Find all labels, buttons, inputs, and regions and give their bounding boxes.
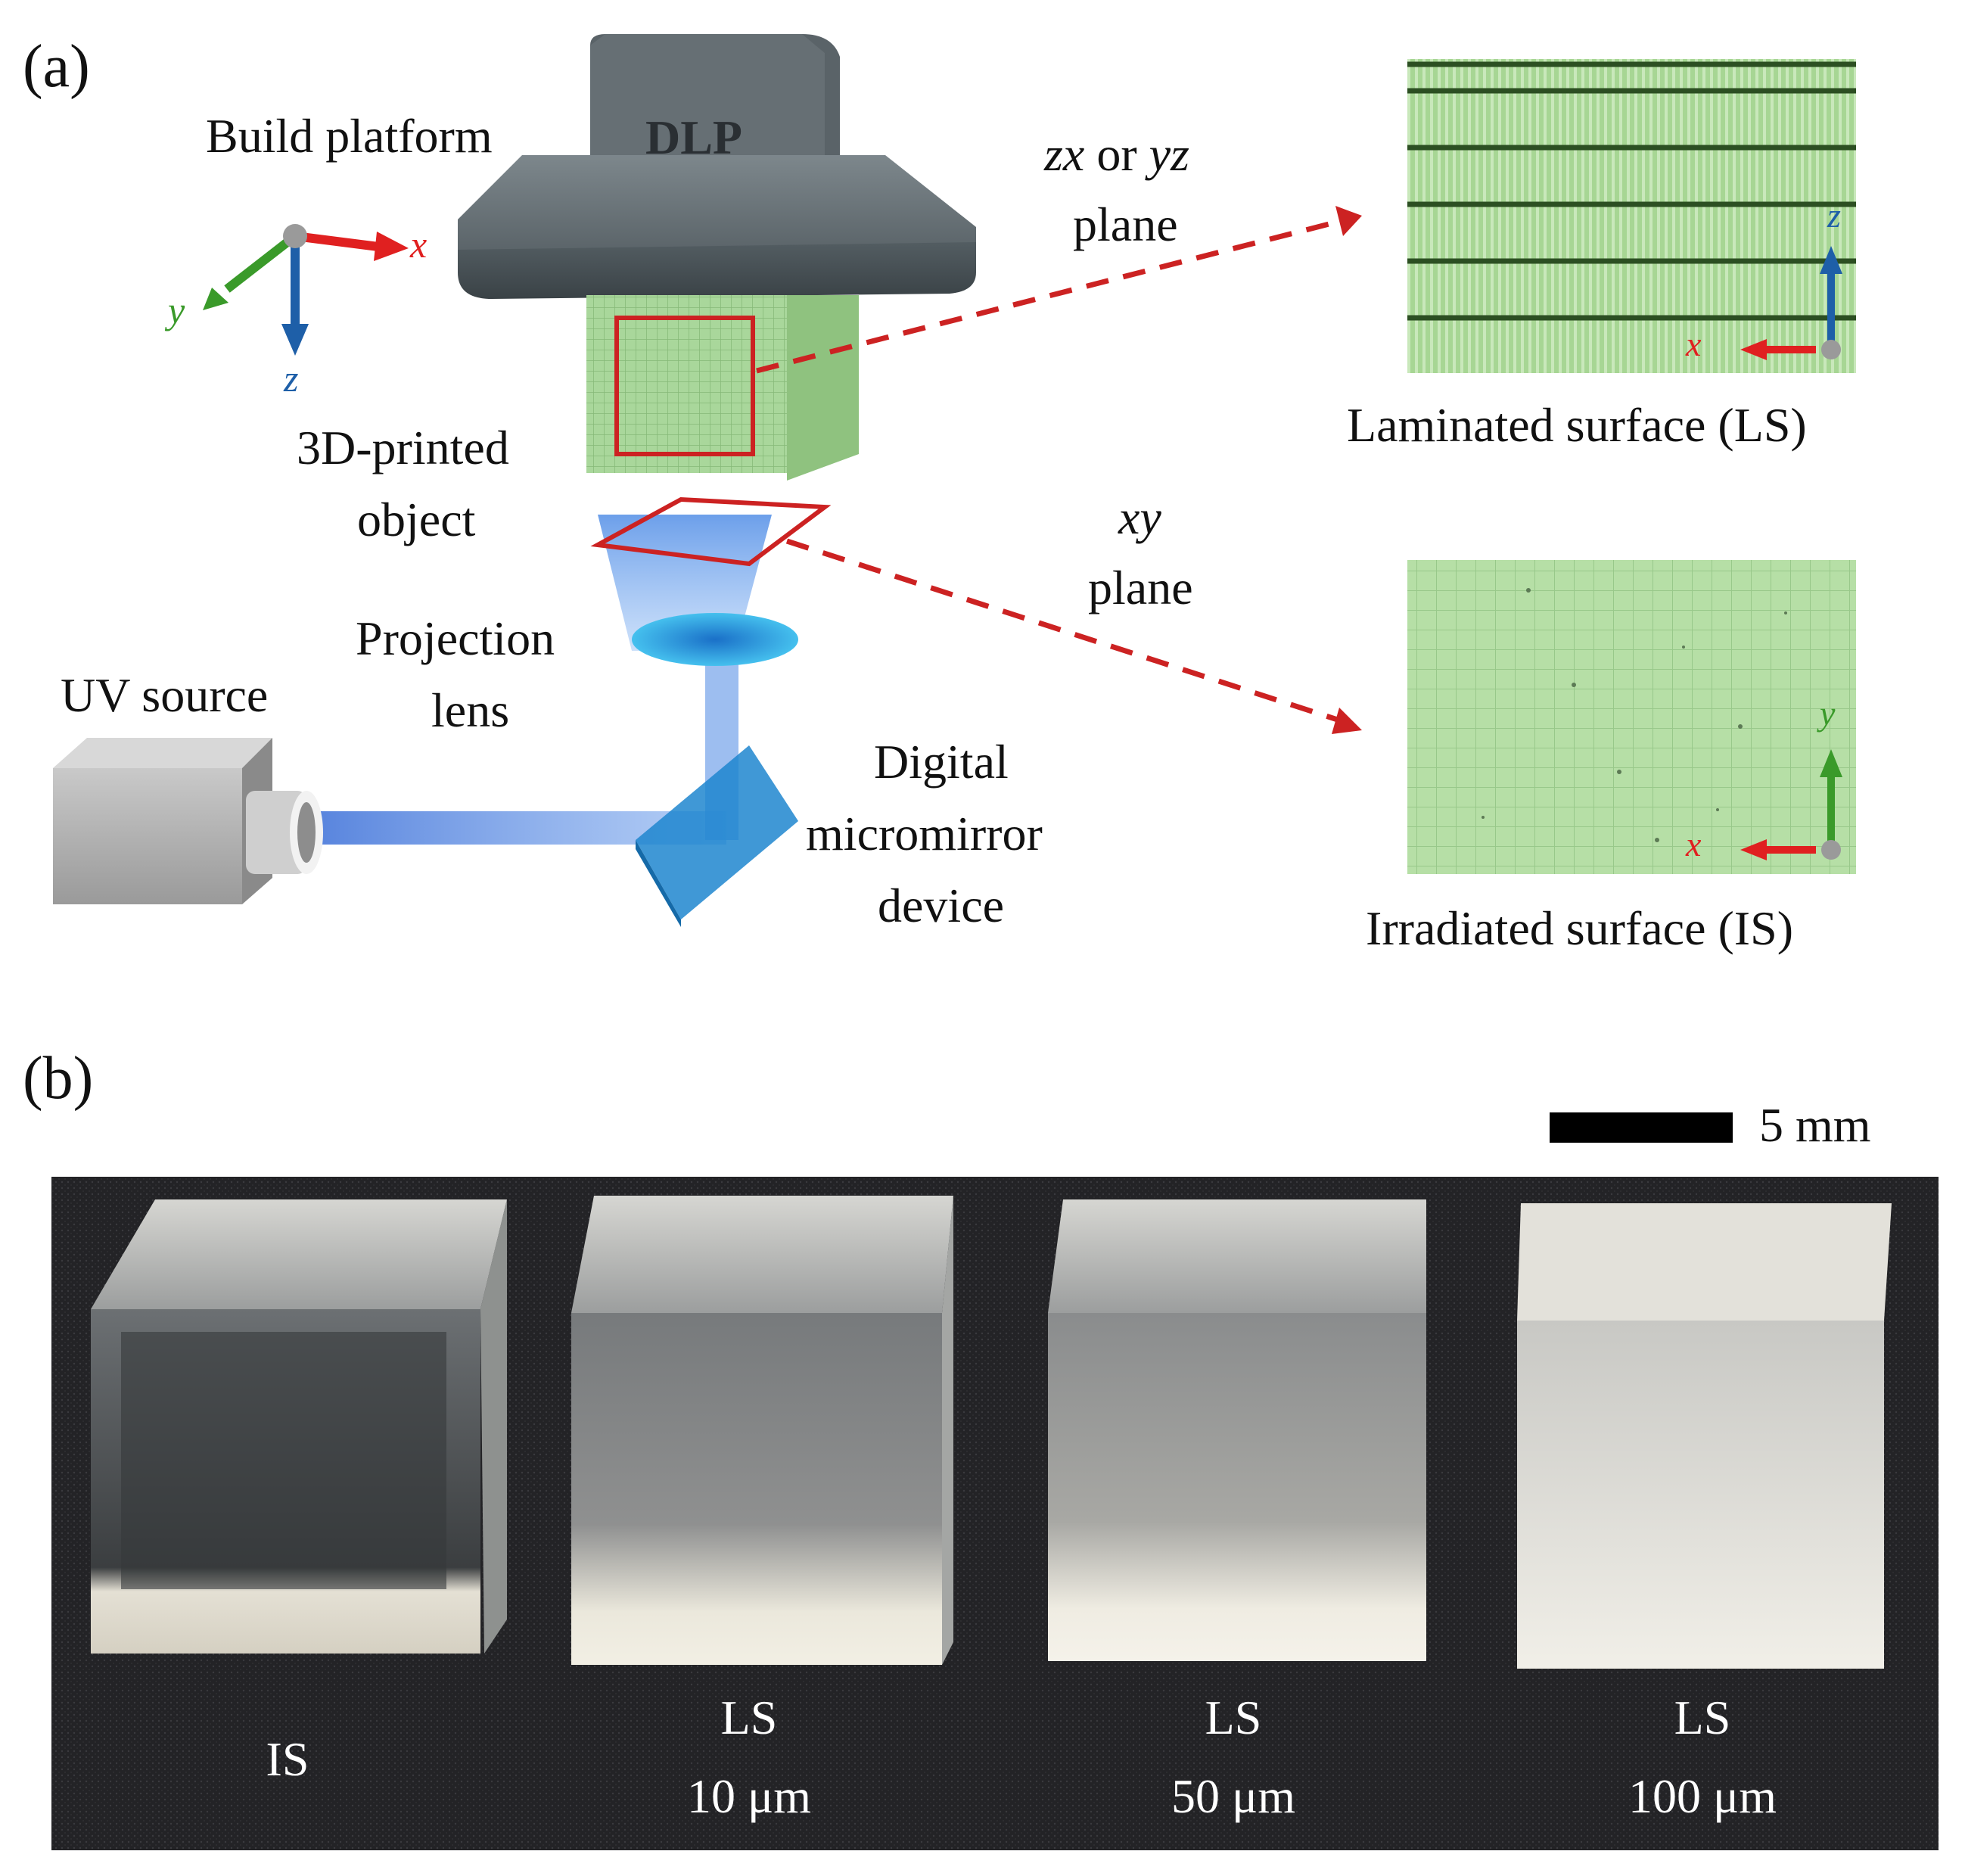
build-platform-label: Build platform bbox=[206, 109, 493, 163]
uv-source bbox=[53, 738, 323, 904]
panel-b-tag: (b) bbox=[23, 1045, 94, 1112]
printed-object bbox=[586, 295, 859, 481]
dmd-label-line2: micromirror bbox=[806, 807, 1043, 860]
ls-caption: Laminated surface (LS) bbox=[1347, 398, 1807, 452]
zx-plane-label: zx or yz bbox=[1044, 130, 1189, 179]
dmd-label-line1: Digital bbox=[874, 735, 1009, 789]
sample-label-line2: 10 μm bbox=[686, 1769, 812, 1824]
sample-label-line1: LS bbox=[1205, 1691, 1262, 1744]
zx-plane-or: or bbox=[1084, 127, 1149, 181]
irradiated-surface-image bbox=[1407, 560, 1856, 874]
uv-source-label: UV source bbox=[61, 668, 269, 722]
xy-plane-frame bbox=[590, 496, 832, 567]
sample-label-line2: 100 μm bbox=[1628, 1769, 1777, 1824]
object-label-line1: 3D-printed bbox=[297, 421, 509, 474]
lens-label-line1: Projection bbox=[356, 611, 555, 665]
panel-a-tag: (a) bbox=[23, 33, 90, 100]
ls-axis-x: x bbox=[1686, 325, 1702, 363]
xy-plane-prefix: xy bbox=[1118, 490, 1161, 544]
printer-label: DLP bbox=[645, 110, 742, 164]
sample-label-ls10: LS 10 μm bbox=[643, 1691, 855, 1824]
sample-label-line1: LS bbox=[1674, 1691, 1731, 1744]
xy-plane-arrow bbox=[785, 538, 1348, 726]
lens-label-line2: lens bbox=[431, 683, 510, 737]
sample-label-ls50: LS 50 μm bbox=[1127, 1691, 1339, 1824]
ls-axis-z: z bbox=[1827, 196, 1841, 235]
laminated-surface-image bbox=[1407, 59, 1856, 373]
micromirror-device bbox=[636, 745, 798, 927]
scale-bar-label: 5 mm bbox=[1759, 1098, 1871, 1152]
build-platform bbox=[458, 34, 976, 299]
is-axis-y: y bbox=[1820, 694, 1836, 733]
sample-label-line1: LS bbox=[720, 1691, 778, 1744]
photo bbox=[51, 1177, 1939, 1850]
axis-triad bbox=[203, 224, 409, 356]
sample-label-line2: 50 μm bbox=[1171, 1769, 1296, 1824]
is-axis-x: x bbox=[1686, 825, 1702, 863]
zx-plane-prefix: zx bbox=[1044, 127, 1085, 181]
sample-label-line1: IS bbox=[266, 1732, 309, 1786]
xy-plane-word: plane bbox=[1088, 561, 1193, 614]
axis-y-label: y bbox=[168, 289, 185, 331]
projection-lens bbox=[632, 613, 798, 666]
zx-plane-suffix: yz bbox=[1149, 127, 1189, 181]
sample-cube-ls10 bbox=[571, 1196, 953, 1665]
zx-plane-arrow bbox=[756, 216, 1348, 374]
zx-plane-word: plane bbox=[1073, 198, 1178, 251]
dmd-label-line3: device bbox=[878, 879, 1004, 932]
object-label-line2: object bbox=[357, 493, 476, 546]
sample-label-is: IS bbox=[227, 1732, 348, 1786]
sample-cube-ls50 bbox=[1048, 1199, 1426, 1661]
scale-bar bbox=[1550, 1112, 1733, 1143]
axis-z-label: z bbox=[284, 357, 299, 400]
axis-x-label: x bbox=[410, 223, 428, 266]
sample-cube-is bbox=[91, 1199, 507, 1654]
is-caption: Irradiated surface (IS) bbox=[1366, 901, 1793, 955]
sample-label-ls100: LS 100 μm bbox=[1589, 1691, 1816, 1824]
sample-cube-ls100 bbox=[1517, 1203, 1892, 1669]
